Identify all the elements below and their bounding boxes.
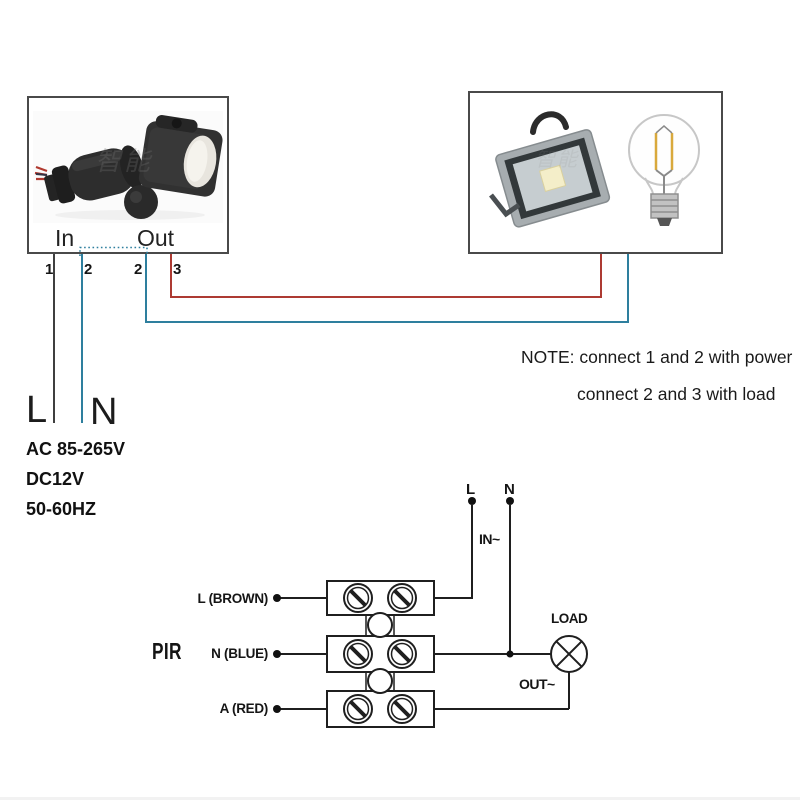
out-ac-label: OUT~ — [519, 676, 555, 692]
in-out-dotted-link — [79, 246, 148, 256]
spec-voltage-ac: AC 85-265V — [26, 439, 126, 459]
wire-terminal2-to-load — [145, 254, 629, 323]
spec-voltage-dc: DC12V — [26, 469, 85, 489]
wire-terminal3-to-load — [170, 254, 602, 298]
photo-watermark: 智能 — [95, 146, 154, 176]
image-bottom-edge — [0, 797, 800, 800]
schematic-neutral-label: N — [504, 481, 515, 498]
load-label: LOAD — [551, 611, 588, 626]
spec-frequency: 50-60HZ — [26, 499, 97, 519]
neutral-input-label: N — [90, 391, 118, 433]
connection-dots — [273, 497, 514, 713]
lamp-symbol — [550, 635, 588, 673]
pir-schematic — [280, 505, 570, 710]
wire-label-brown: L (BROWN) — [197, 591, 268, 606]
terminal-number-3: 3 — [173, 261, 182, 278]
terminal-number-2: 2 — [84, 261, 93, 278]
wire-label-blue: N (BLUE) — [211, 646, 268, 661]
floodlight-photo — [489, 111, 611, 228]
wire-label-red: A (RED) — [219, 701, 269, 716]
in-terminal-label: In — [55, 225, 75, 251]
photo-watermark: 智能 — [535, 149, 579, 171]
out-terminal-label: Out — [137, 225, 175, 251]
terminal-number-1: 1 — [45, 261, 54, 278]
pir-title: PIR — [152, 638, 182, 664]
pir-sensor-photo — [33, 111, 223, 223]
note-line-2: connect 2 and 3 with load — [577, 384, 776, 404]
note-line-1: NOTE: connect 1 and 2 with power — [521, 347, 793, 367]
live-input-label: L — [26, 389, 48, 431]
screw-terminals — [343, 583, 417, 724]
terminal-block — [326, 580, 435, 728]
schematic-live-label: L — [466, 481, 475, 498]
bulb-photo — [628, 114, 700, 226]
in-ac-label: IN~ — [479, 531, 500, 547]
terminal-number-2b: 2 — [134, 261, 143, 278]
